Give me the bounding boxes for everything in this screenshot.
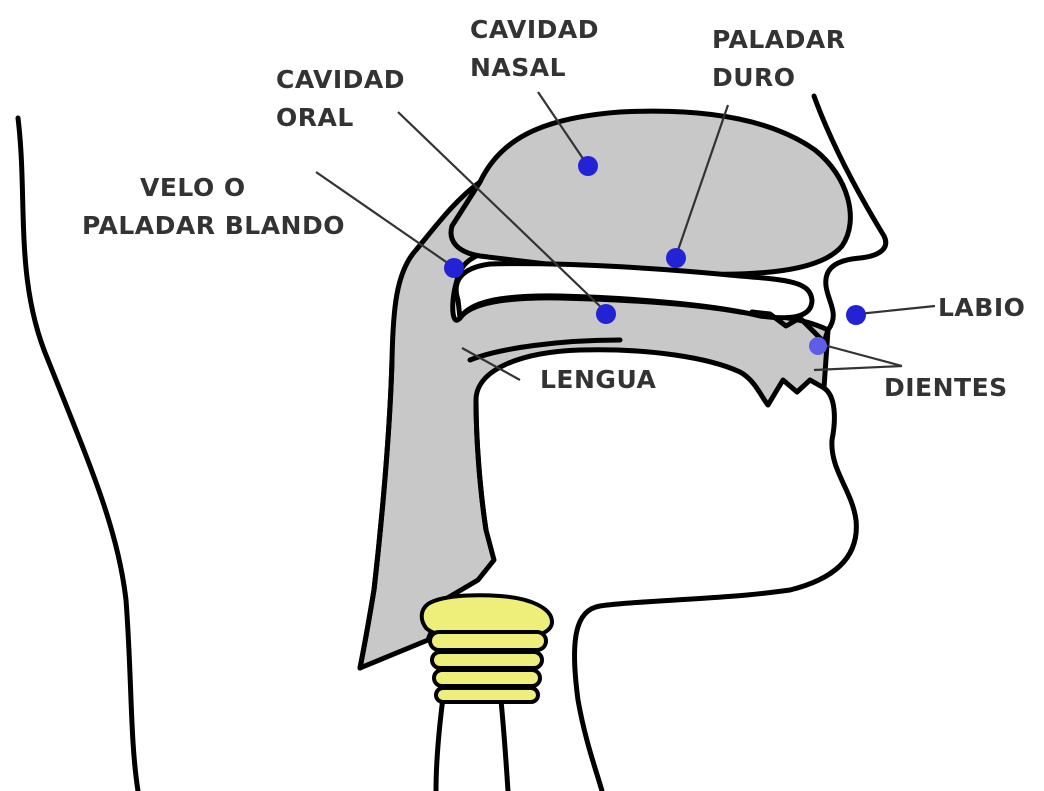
point-paladar-duro xyxy=(666,248,686,268)
label-cavidad-oral-1: CAVIDAD xyxy=(276,65,405,94)
label-dientes: DIENTES xyxy=(884,373,1008,402)
label-labio: LABIO xyxy=(938,293,1025,322)
label-velo-1: VELO O xyxy=(140,173,246,202)
nasal-cavity-shape xyxy=(451,111,850,274)
point-cavidad-oral xyxy=(596,304,616,324)
trachea-left xyxy=(436,690,444,791)
chin-neck-front xyxy=(574,388,856,791)
label-paladar-duro-2: DURO xyxy=(712,63,796,92)
point-cavidad-nasal xyxy=(578,156,598,176)
label-paladar-duro-1: PALADAR xyxy=(712,25,846,54)
larynx-ring-4 xyxy=(434,670,540,686)
point-dientes xyxy=(809,337,827,355)
larynx-ring-3 xyxy=(432,652,542,668)
point-velo xyxy=(444,258,464,278)
larynx xyxy=(422,595,552,702)
label-cavidad-oral-2: ORAL xyxy=(276,103,354,132)
trachea-mid xyxy=(500,690,508,791)
leader-labio xyxy=(858,306,935,314)
label-cavidad-nasal-1: CAVIDAD xyxy=(470,15,599,44)
label-velo-2: PALADAR BLANDO xyxy=(82,211,345,240)
point-labio xyxy=(846,305,866,325)
label-lengua: LENGUA xyxy=(540,365,656,394)
larynx-ring-2 xyxy=(430,632,546,650)
label-cavidad-nasal-2: NASAL xyxy=(470,53,566,82)
leader-dientes-a xyxy=(820,344,902,366)
larynx-ring-5 xyxy=(436,688,538,702)
